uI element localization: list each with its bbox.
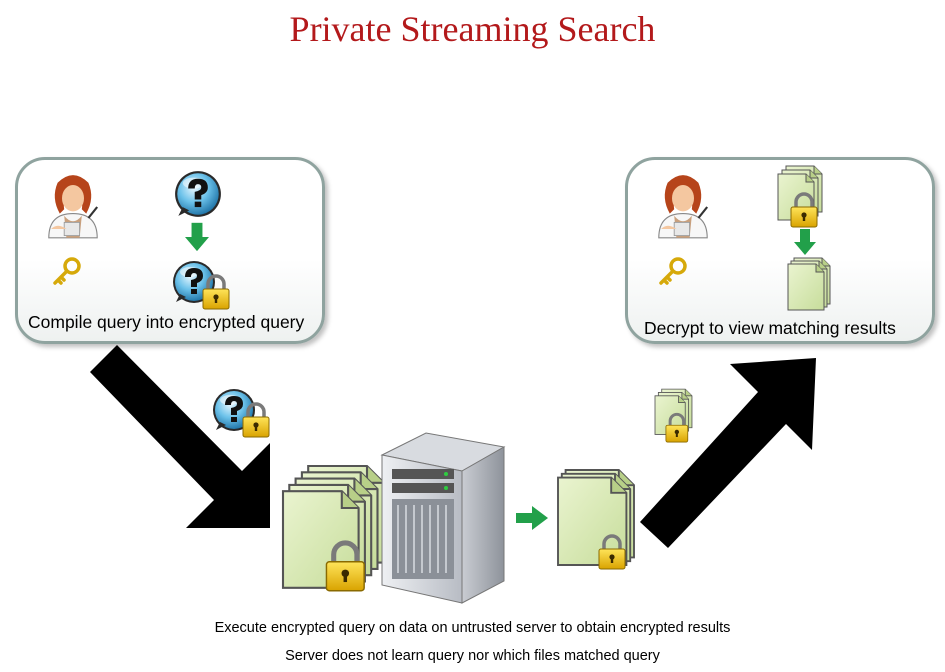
query-bubble-icon [175, 171, 221, 217]
user-icon [657, 174, 709, 239]
compile-caption: Compile query into encrypted query [28, 312, 305, 332]
encrypted-data-stack-icon [281, 464, 385, 592]
page-title: Private Streaming Search [289, 9, 656, 49]
documents-icon [787, 257, 831, 311]
encrypted-results-icon [557, 469, 635, 571]
decrypt-panel: Decrypt to view matching results [625, 157, 935, 344]
server-icon [380, 432, 506, 604]
footer-line-execute: Execute encrypted query on data on untru… [214, 620, 731, 636]
user-icon [47, 174, 99, 239]
down-arrow-icon [794, 229, 816, 255]
decrypt-caption: Decrypt to view matching results [644, 318, 896, 338]
key-icon [53, 257, 81, 285]
return-results-arrow [640, 358, 816, 548]
key-icon [659, 257, 687, 285]
footer-line-server: Server does not learn query nor which fi… [285, 648, 660, 664]
compile-panel: Compile query into encrypted query [15, 157, 325, 344]
encrypted-query-icon [213, 389, 271, 439]
right-arrow-icon [516, 506, 548, 530]
send-query-arrow [90, 345, 270, 528]
down-arrow-icon [185, 222, 209, 252]
encrypted-documents-icon [777, 165, 823, 229]
encrypted-query-icon [173, 261, 231, 311]
